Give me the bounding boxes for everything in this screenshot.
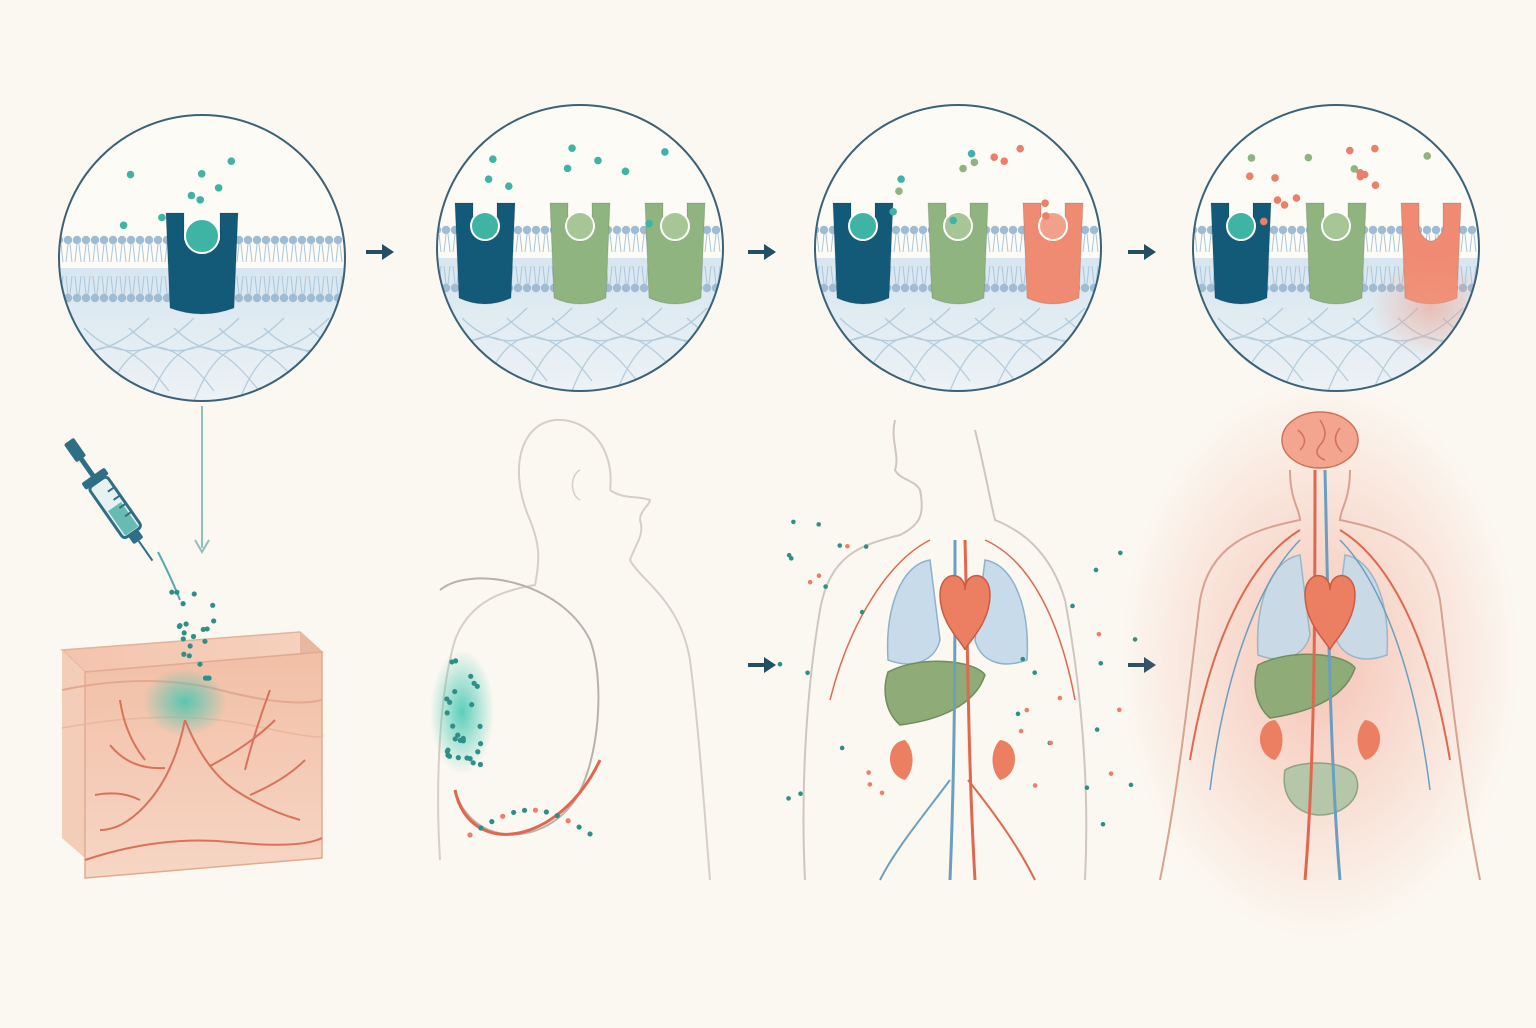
receptor-blue — [1210, 202, 1272, 305]
arm-absorption-glow — [430, 650, 494, 774]
circulating-drug-particles — [444, 658, 593, 838]
zoom-circle-border — [814, 104, 1102, 392]
full-body-silhouette — [1159, 469, 1481, 881]
zoom-circle-border — [436, 104, 724, 392]
free-ligands — [1245, 144, 1432, 226]
torso-distribution-panel — [777, 419, 1138, 881]
zoom-connector-arrowhead — [194, 539, 210, 554]
skin-tissue-block — [60, 631, 324, 879]
kidney-icon — [1260, 720, 1380, 760]
liver-icon — [884, 660, 986, 726]
capillary-network — [84, 689, 323, 861]
receptor-blue — [832, 202, 894, 305]
bound-ligand — [848, 211, 878, 241]
receptor-green — [1305, 202, 1367, 305]
full-body-systemic-panel — [1120, 380, 1520, 940]
body-ear — [571, 469, 581, 501]
brain-icon — [1281, 411, 1359, 469]
drug-depot-glow — [143, 668, 227, 736]
progression-arrow — [748, 657, 776, 673]
intestine-icon — [1283, 762, 1359, 816]
bound-ligand — [943, 211, 973, 241]
bound-ligand — [1226, 211, 1256, 241]
venous-return-vessel — [453, 759, 602, 836]
bound-ligand — [565, 211, 595, 241]
heart-icon — [939, 574, 991, 651]
upper-body-absorption-panel — [430, 418, 711, 881]
free-ligands — [119, 157, 236, 230]
torso-silhouette — [802, 419, 1088, 881]
syringe-icon — [64, 438, 154, 562]
progression-arrow — [748, 244, 776, 260]
skin-injection-panel — [60, 406, 324, 879]
zoom-circle-border — [58, 114, 346, 402]
bound-ligand — [470, 211, 500, 241]
receptor-blue — [454, 202, 516, 305]
heart-icon — [1304, 574, 1356, 651]
distributed-drug-particles — [777, 519, 1138, 827]
systemic-vessels — [1189, 469, 1451, 881]
zoom-panel-2 — [436, 104, 724, 392]
receptor-coral — [1022, 202, 1084, 305]
receptor-blue — [165, 212, 239, 315]
bound-ligand — [1321, 211, 1351, 241]
free-ligands — [484, 144, 669, 228]
receptor-binding-zoom-panels — [58, 104, 1480, 402]
kidney-icon — [890, 740, 1015, 780]
zoom-panel-4 — [1192, 104, 1480, 392]
receptor-green — [927, 202, 989, 305]
lungs-icon — [886, 559, 1029, 665]
progression-arrow — [1128, 244, 1156, 260]
injected-drug-particles — [169, 589, 217, 681]
zoom-panel-1 — [58, 114, 346, 402]
injection-trajectory — [157, 551, 181, 601]
receptor-green — [549, 202, 611, 305]
progression-arrow — [366, 244, 394, 260]
receptor-green — [644, 202, 706, 305]
bound-ligand — [184, 218, 220, 254]
body-silhouette — [437, 418, 711, 881]
free-ligands — [889, 144, 1050, 225]
bound-ligand — [660, 211, 690, 241]
